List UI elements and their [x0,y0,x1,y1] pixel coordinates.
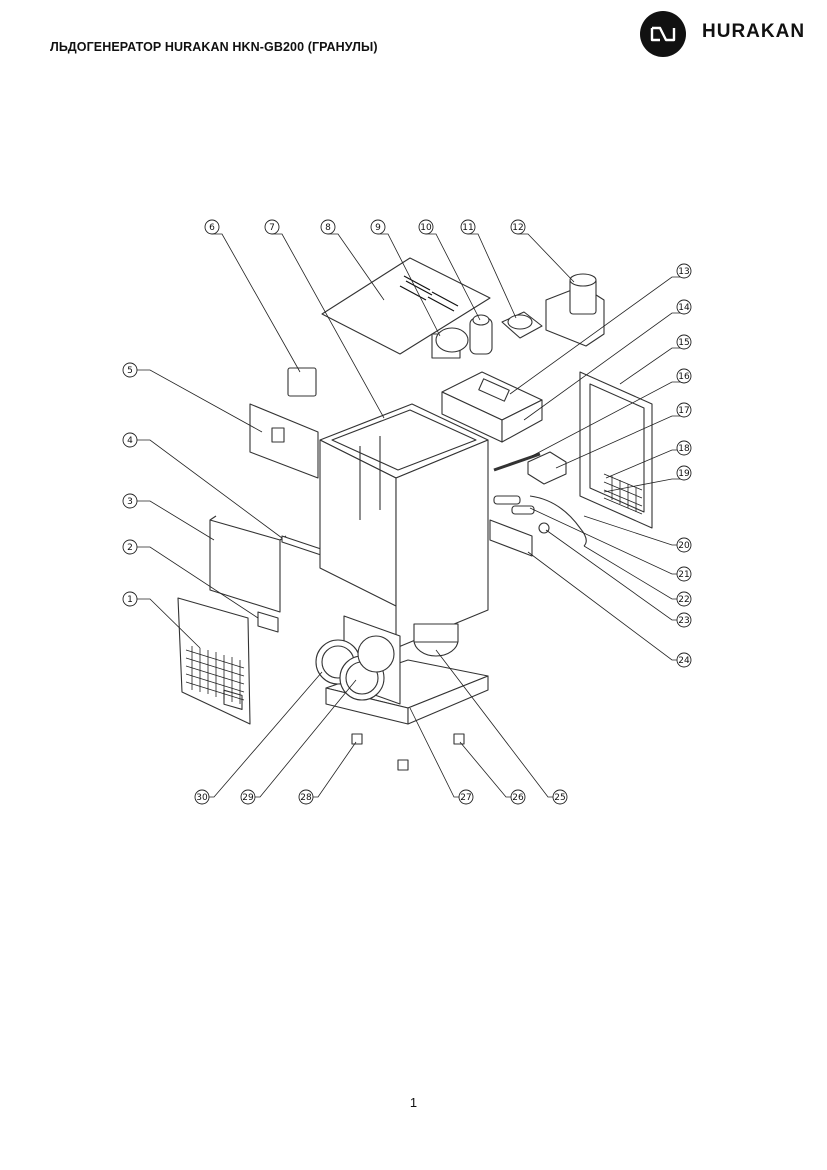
junction-box [527,451,567,485]
svg-text:18: 18 [678,444,690,454]
water-valves [493,495,535,515]
callout-13: 13 [676,263,692,279]
callout-27: 27 [458,789,474,805]
callout-2: 2 [122,539,138,555]
callout-1: 1 [122,591,138,607]
pressure-switch [287,367,317,397]
flange [501,311,543,339]
callout-14: 14 [676,299,692,315]
callout-26: 26 [510,789,526,805]
svg-text:12: 12 [512,223,523,233]
svg-text:21: 21 [678,570,689,580]
svg-text:7: 7 [269,223,275,233]
callout-23: 23 [676,612,692,628]
gearbox-assembly [431,327,469,359]
power-cord [529,495,587,547]
svg-text:26: 26 [512,793,524,803]
sensor-rod [493,452,541,472]
document-title: ЛЬДОГЕНЕРАТОР HURAKAN HKN-GB200 (ГРАНУЛЫ… [50,40,378,54]
svg-text:1: 1 [127,595,133,605]
callout-10: 10 [418,219,434,235]
foot [397,759,409,771]
callout-8: 8 [320,219,336,235]
condenser-fans [315,615,401,705]
svg-text:11: 11 [462,223,473,233]
callout-5: 5 [122,362,138,378]
display-module [257,611,279,633]
brand-logo: HURAKAN [640,10,820,57]
svg-text:17: 17 [678,406,689,416]
main-frame [319,403,489,649]
callout-22: 22 [676,591,692,607]
foot [453,733,465,745]
callout-6: 6 [204,219,220,235]
callout-12: 12 [510,219,526,235]
callout-20: 20 [676,537,692,553]
callout-16: 16 [676,368,692,384]
callout-15: 15 [676,334,692,350]
svg-text:14: 14 [678,303,690,313]
svg-text:2: 2 [127,543,133,553]
svg-text:28: 28 [300,793,312,803]
callout-3: 3 [122,493,138,509]
page-number: 1 [409,1095,418,1110]
svg-text:23: 23 [678,616,689,626]
callout-24: 24 [676,652,692,668]
callout-28: 28 [298,789,314,805]
svg-text:10: 10 [420,223,432,233]
svg-text:8: 8 [325,223,331,233]
top-cover [321,257,491,355]
callout-21: 21 [676,566,692,582]
hurakan-logo-icon [640,11,686,57]
auger-motor [469,314,493,355]
callout-11: 11 [460,219,476,235]
svg-text:30: 30 [196,793,208,803]
svg-text:16: 16 [678,372,690,382]
bracket [281,535,325,557]
svg-text:29: 29 [242,793,254,803]
callout-18: 18 [676,440,692,456]
callout-7: 7 [264,219,280,235]
svg-text:24: 24 [678,656,690,666]
electrical-panel [489,519,533,557]
svg-text:22: 22 [678,595,689,605]
callout-9: 9 [370,219,386,235]
svg-text:9: 9 [375,223,381,233]
svg-text:25: 25 [554,793,565,803]
base-plate [441,371,543,443]
svg-text:20: 20 [678,541,690,551]
callout-30: 30 [194,789,210,805]
rear-panel [579,371,653,529]
front-panel [177,597,251,725]
brand-name: HURAKAN [702,21,806,42]
compressor [413,623,459,657]
control-box [209,519,281,613]
callout-29: 29 [240,789,256,805]
svg-text:4: 4 [127,436,133,446]
callout-4: 4 [122,432,138,448]
svg-text:6: 6 [209,223,215,233]
callout-19: 19 [676,465,692,481]
drive-motor [545,273,605,347]
svg-text:19: 19 [678,469,690,479]
svg-text:5: 5 [127,366,133,376]
callout-17: 17 [676,402,692,418]
svg-text:15: 15 [678,338,689,348]
svg-text:13: 13 [678,267,689,277]
foot [351,733,363,745]
svg-text:3: 3 [127,497,133,507]
callout-25: 25 [552,789,568,805]
svg-text:27: 27 [460,793,471,803]
